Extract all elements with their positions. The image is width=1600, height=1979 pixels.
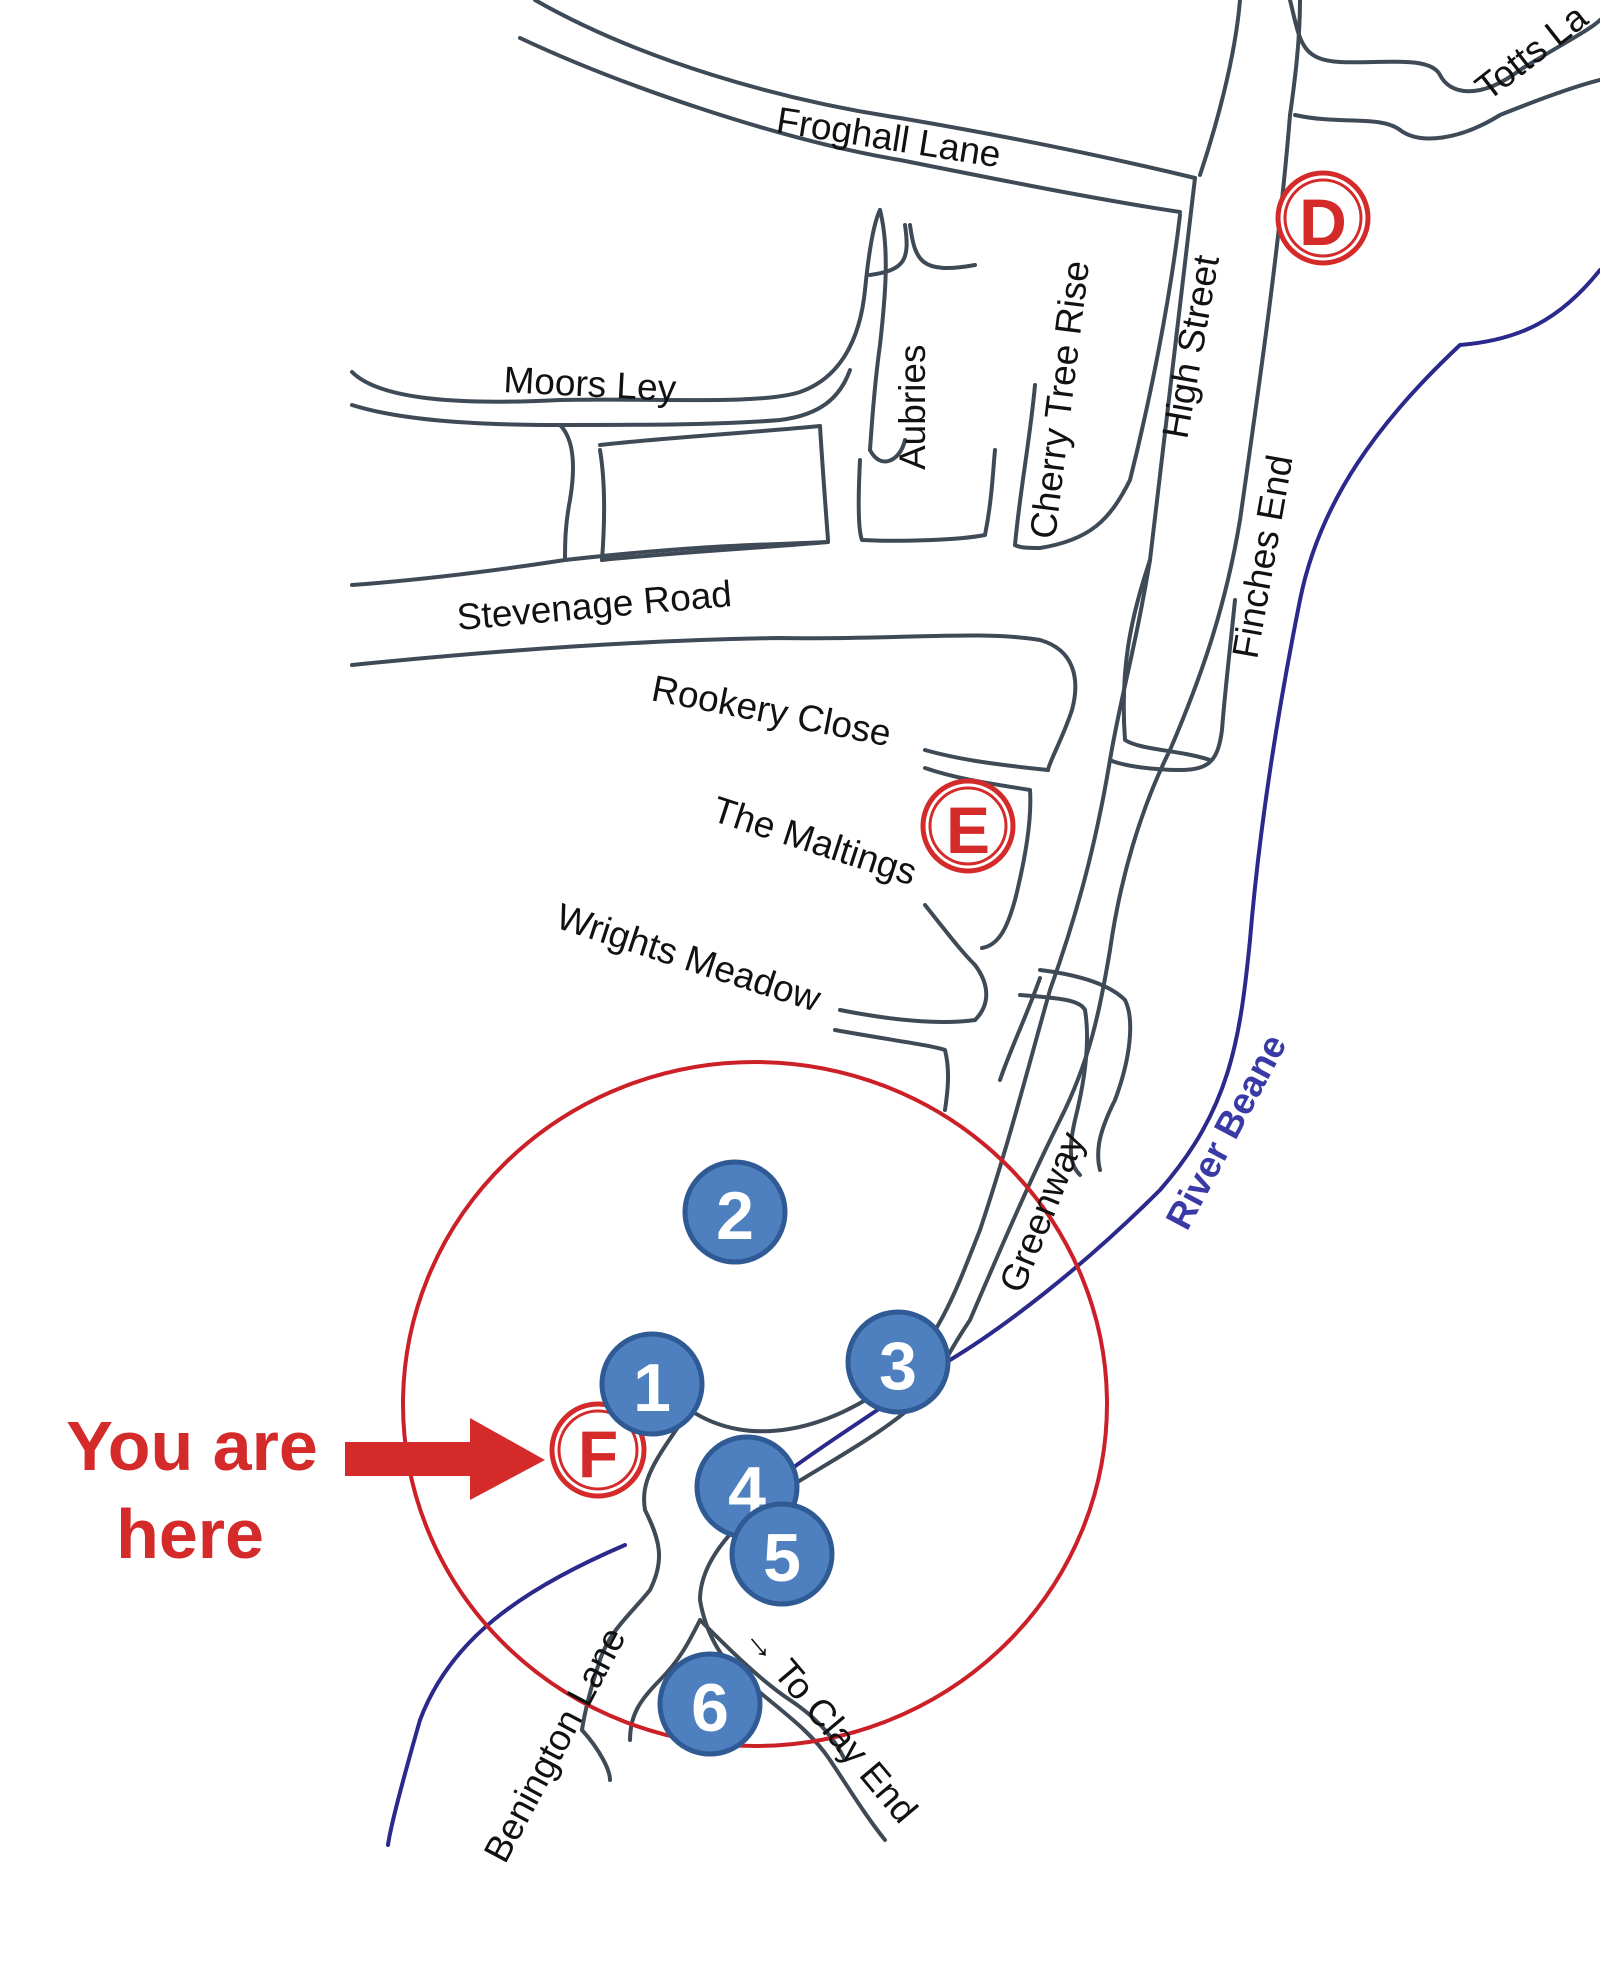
label-aubries: Aubries bbox=[892, 345, 933, 470]
road-north-spur-a bbox=[1198, 0, 1242, 177]
label-froghall-lane: Froghall Lane bbox=[774, 99, 1004, 175]
label-the-maltings: The Maltings bbox=[708, 789, 922, 893]
poi-number-6: 6 bbox=[691, 1670, 729, 1746]
label-moors-ley: Moors Ley bbox=[503, 359, 678, 409]
you-are-here-line2: here bbox=[116, 1495, 264, 1573]
you-are-here-callout: You are here bbox=[66, 1407, 545, 1573]
road-north-spur-b bbox=[1288, 0, 1302, 117]
stop-marker-d[interactable]: D bbox=[1275, 170, 1371, 266]
road-froghall-lane-north bbox=[533, 0, 1197, 180]
poi-marker-6[interactable]: 6 bbox=[657, 1651, 763, 1757]
stop-marker-e[interactable]: E bbox=[920, 778, 1016, 874]
road-totts-lane-b bbox=[1293, 78, 1600, 141]
road-aubries-bottom bbox=[868, 438, 907, 464]
road-clay-end-a bbox=[743, 1678, 887, 1842]
poi-marker-5[interactable]: 5 bbox=[729, 1501, 835, 1607]
stop-letter-e: E bbox=[946, 793, 990, 867]
road-cherry-tree-rise-west bbox=[1013, 383, 1037, 547]
label-wrights-meadow: Wrights Meadow bbox=[552, 896, 826, 1020]
poi-number-2: 2 bbox=[716, 1178, 754, 1254]
road-greenway-top bbox=[1018, 993, 1087, 1012]
poi-number-5: 5 bbox=[763, 1520, 801, 1596]
road-greenway-west bbox=[998, 976, 1042, 1082]
stop-letter-f: F bbox=[578, 1417, 618, 1491]
river-beane-lower-line bbox=[386, 1543, 627, 1847]
road-greenway-outer bbox=[1038, 968, 1133, 1172]
road-the-maltings bbox=[923, 903, 989, 1022]
road-high-street-west bbox=[580, 176, 1197, 1732]
right-arrow-icon bbox=[345, 1418, 545, 1500]
road-block-inner bbox=[598, 448, 607, 562]
poi-marker-2[interactable]: 2 bbox=[682, 1159, 788, 1265]
label-totts-lane: Totts La bbox=[1468, 0, 1596, 108]
label-to-clay-end: → To Clay End bbox=[736, 1616, 926, 1831]
road-cherry-tree-rise-east bbox=[1013, 213, 1182, 550]
label-river-beane: River Beane bbox=[1158, 1028, 1295, 1236]
road-finches-end-west bbox=[1121, 558, 1212, 762]
label-rookery-close: Rookery Close bbox=[648, 668, 894, 755]
road-stevenage-road-south bbox=[350, 633, 1078, 772]
road-stevenage-road-north bbox=[350, 540, 830, 587]
poi-marker-3[interactable]: 3 bbox=[845, 1309, 951, 1415]
road-aubries-west bbox=[868, 208, 888, 452]
road-moors-ley-south bbox=[350, 368, 852, 427]
stop-marker-f[interactable]: F bbox=[549, 1401, 647, 1499]
label-stevenage-road: Stevenage Road bbox=[455, 573, 733, 638]
you-are-here-line1: You are bbox=[66, 1407, 318, 1485]
road-rookery-close bbox=[923, 748, 1050, 772]
road-wrights-meadow-north bbox=[838, 1008, 977, 1024]
road-moors-ley-north bbox=[350, 208, 882, 404]
road-aubries-stub bbox=[868, 223, 909, 277]
label-benington-lane: Benington Lane bbox=[476, 1621, 634, 1869]
road-greenway-inner bbox=[1068, 1008, 1089, 1177]
poi-marker-1[interactable]: 1 bbox=[599, 1331, 705, 1437]
poi-number-3: 3 bbox=[879, 1328, 917, 1404]
road-benington-lane-a bbox=[580, 1728, 612, 1782]
road-finches-end-east bbox=[1108, 598, 1237, 772]
road-aubries-box bbox=[856, 448, 997, 543]
poi-number-1: 1 bbox=[633, 1350, 671, 1426]
road-clay-end-b bbox=[698, 1618, 847, 1762]
label-finches-end: Finches End bbox=[1225, 452, 1301, 662]
stop-letter-d: D bbox=[1299, 185, 1347, 259]
road-block-left bbox=[558, 423, 575, 562]
river-beane-line bbox=[788, 268, 1600, 1472]
road-benington-lane-b bbox=[628, 1618, 702, 1742]
road-aubries-east bbox=[908, 223, 977, 271]
area-circle bbox=[401, 1060, 1109, 1748]
road-block-right bbox=[818, 424, 830, 542]
road-froghall-lane-south bbox=[518, 36, 1182, 214]
road-block-top bbox=[598, 424, 822, 447]
road-totts-lane-a bbox=[1288, 0, 1600, 94]
label-greenway: Greenway bbox=[991, 1126, 1092, 1298]
road-wrights-meadow-south bbox=[833, 1028, 950, 1112]
label-high-street: High Street bbox=[1155, 251, 1228, 441]
